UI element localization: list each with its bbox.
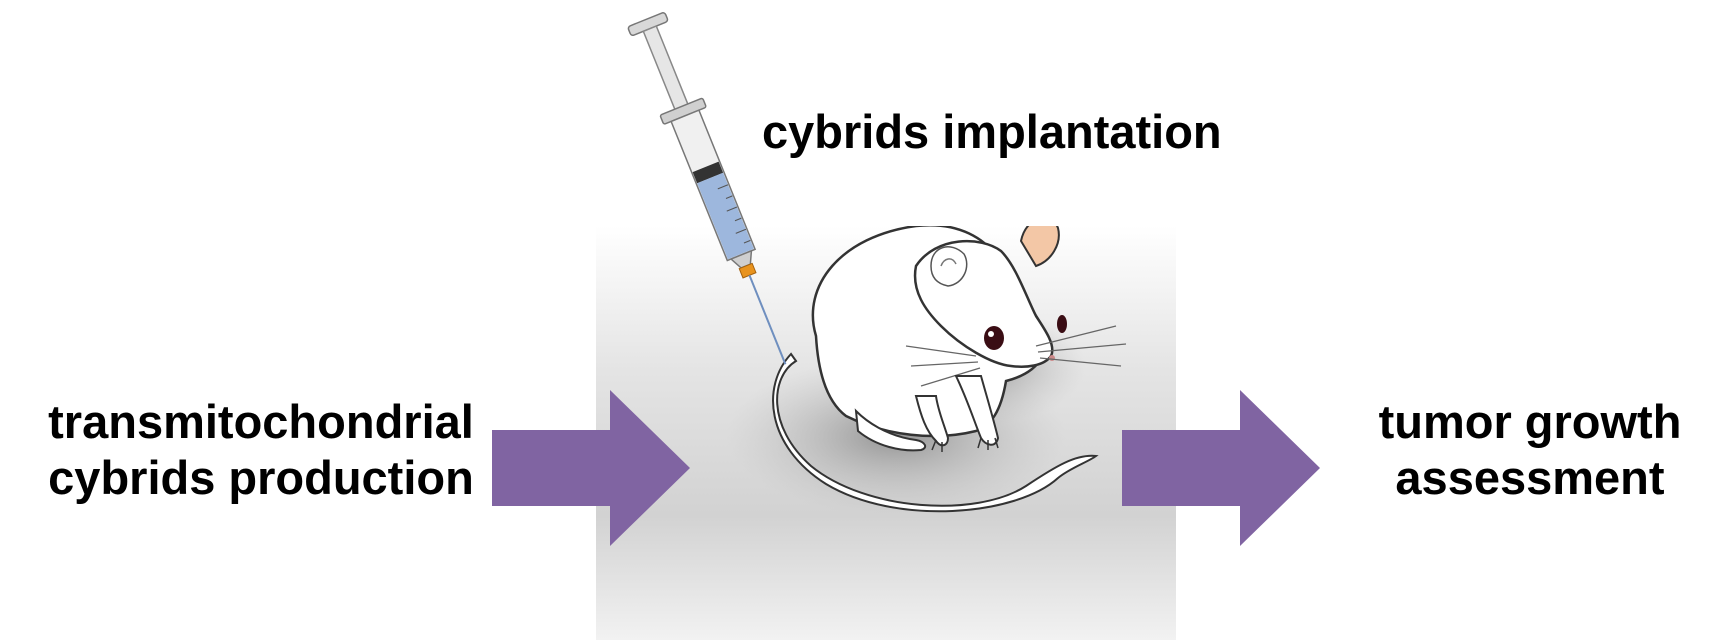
step-production-label: transmitochondrial cybrids production	[16, 394, 506, 507]
step-assessment-label: tumor growth assessment	[1350, 394, 1710, 507]
step-production-line1: transmitochondrial	[16, 394, 506, 450]
syringe-icon	[600, 0, 830, 380]
arrow-implantation-to-assessment	[1122, 390, 1322, 550]
step-assessment-line2: assessment	[1350, 450, 1710, 506]
arrow-production-to-implantation	[492, 390, 692, 550]
step-implantation-label: cybrids implantation	[762, 104, 1222, 160]
step-production-line2: cybrids production	[16, 450, 506, 506]
step-assessment-line1: tumor growth	[1350, 394, 1710, 450]
